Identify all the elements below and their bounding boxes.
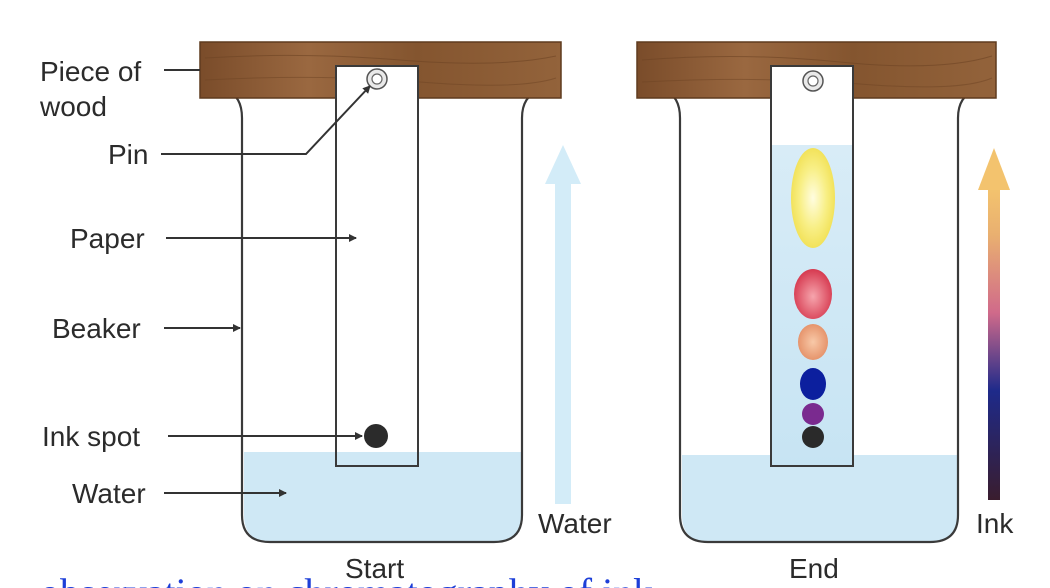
caption-water-arrow: Water bbox=[538, 508, 612, 539]
label-ink-spot: Ink spot bbox=[42, 421, 140, 452]
end-setup bbox=[636, 41, 997, 544]
label-paper: Paper bbox=[70, 223, 145, 254]
label-pin: Pin bbox=[108, 139, 148, 170]
water-direction-arrow bbox=[545, 145, 581, 504]
label-beaker: Beaker bbox=[52, 313, 141, 344]
caption-ink-arrow: Ink bbox=[976, 508, 1014, 539]
start-beaker-water bbox=[244, 452, 521, 542]
band-purple bbox=[802, 403, 824, 425]
band-yellow bbox=[791, 148, 835, 248]
end-pin bbox=[802, 70, 824, 92]
label-piece-of-wood-line2: wood bbox=[39, 91, 107, 122]
band-orange bbox=[798, 324, 828, 360]
caption-end: End bbox=[789, 553, 839, 584]
ink-spot bbox=[364, 424, 388, 448]
start-setup bbox=[199, 41, 562, 544]
footer-caption: observation on chromatography of ink bbox=[40, 570, 653, 588]
caption-start: Start bbox=[345, 553, 404, 584]
end-beaker bbox=[663, 88, 977, 544]
label-leaders bbox=[161, 69, 371, 497]
band-black bbox=[802, 426, 824, 448]
end-beaker-water bbox=[682, 455, 957, 542]
ink-direction-arrow bbox=[978, 148, 1010, 500]
start-pin bbox=[366, 68, 388, 90]
label-piece-of-wood-line1: Piece of bbox=[40, 56, 141, 87]
band-red bbox=[794, 269, 832, 319]
leader-pin bbox=[161, 85, 371, 155]
start-beaker bbox=[225, 88, 541, 544]
label-water: Water bbox=[72, 478, 146, 509]
band-blue bbox=[800, 368, 826, 400]
start-paper-strip bbox=[335, 65, 419, 467]
